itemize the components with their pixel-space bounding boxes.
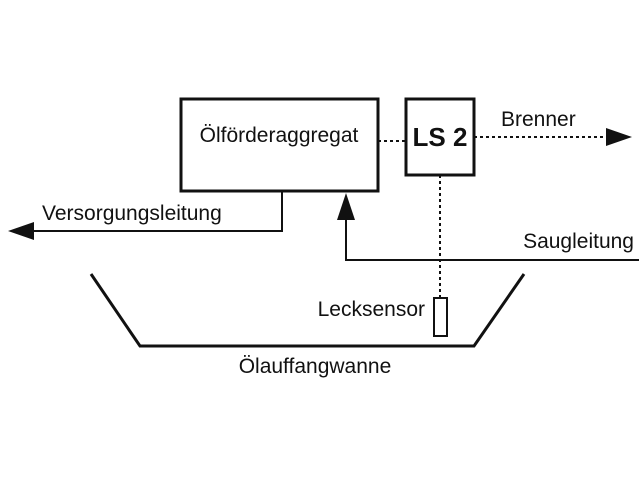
supply-line xyxy=(32,191,283,232)
leak-sensor-label: Lecksensor xyxy=(318,298,425,321)
leak-sensor xyxy=(433,297,448,337)
supply-line-arrowhead xyxy=(8,222,34,240)
ls2-label: LS 2 xyxy=(413,122,468,152)
oil-pump-unit-box xyxy=(179,97,380,193)
suction-line-arrowhead xyxy=(337,193,355,220)
burner-arrowhead xyxy=(606,128,632,146)
oil-pump-unit-label: Ölförderaggregat xyxy=(200,124,359,147)
supply-line-label: Versorgungsleitung xyxy=(42,202,222,225)
drip-tray xyxy=(89,273,526,348)
suction-line-label: Saugleitung xyxy=(523,230,634,253)
suction-line xyxy=(345,218,639,261)
drip-tray-label: Ölauffangwanne xyxy=(239,355,392,378)
burner-label: Brenner xyxy=(501,108,576,131)
